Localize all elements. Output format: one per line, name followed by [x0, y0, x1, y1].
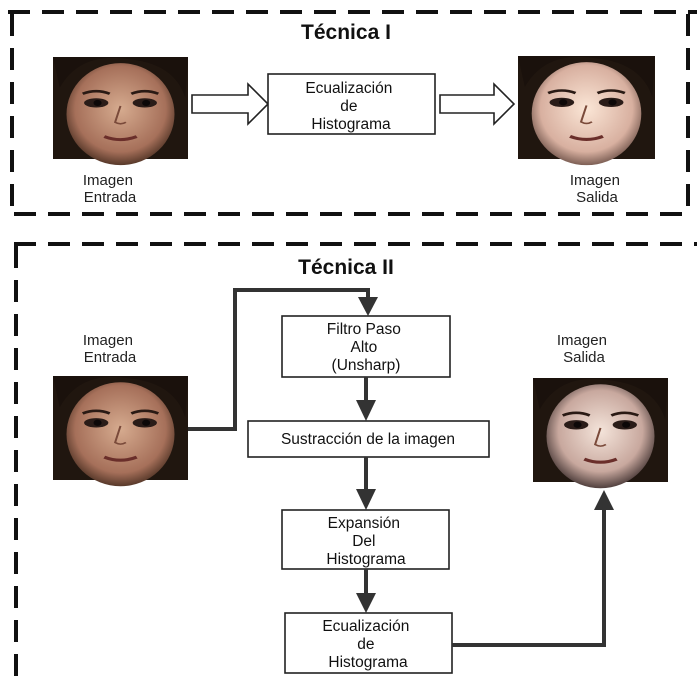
input-image-2: [53, 376, 188, 486]
filter-box: [281, 315, 451, 378]
input-label-2: Imagen Entrada: [83, 332, 137, 366]
input-label-1: Imagen Entrada: [83, 172, 137, 206]
flow-line-equalization-to-output: [452, 505, 606, 647]
expansion-box: [281, 509, 450, 570]
hollow-arrow-1: [191, 82, 270, 126]
arrowhead-expansion: [356, 489, 376, 510]
equalization-label-2: Ecualización de Histograma: [322, 618, 413, 671]
arrowhead-filter: [358, 297, 378, 316]
hollow-arrow-2: [439, 82, 516, 126]
equalization-box-2: [284, 612, 453, 674]
technique-2-frame: [14, 242, 697, 684]
technique-1-title: Técnica I: [301, 21, 391, 44]
input-image-1: [53, 57, 188, 165]
equalization-label-1: Ecualización de Histograma: [305, 80, 396, 133]
expansion-label: Expansión Del Histograma: [326, 515, 406, 568]
output-image-1: [518, 56, 655, 165]
arrowhead-output: [594, 490, 614, 510]
subtraction-box: [247, 420, 490, 458]
output-label-1: Imagen Salida: [570, 172, 624, 206]
output-image-2: [533, 378, 668, 488]
flow-line-input-to-filter: [188, 288, 370, 431]
arrowhead-subtraction: [356, 400, 376, 421]
equalization-box-1: [267, 73, 436, 135]
technique-1-frame: [8, 10, 697, 216]
arrowhead-equalization: [356, 593, 376, 613]
subtraction-label: Sustracción de la imagen: [281, 431, 455, 448]
output-label-2: Imagen Salida: [557, 332, 611, 366]
filter-label: Filtro Paso Alto (Unsharp): [327, 321, 405, 374]
technique-2-title: Técnica II: [298, 256, 394, 279]
